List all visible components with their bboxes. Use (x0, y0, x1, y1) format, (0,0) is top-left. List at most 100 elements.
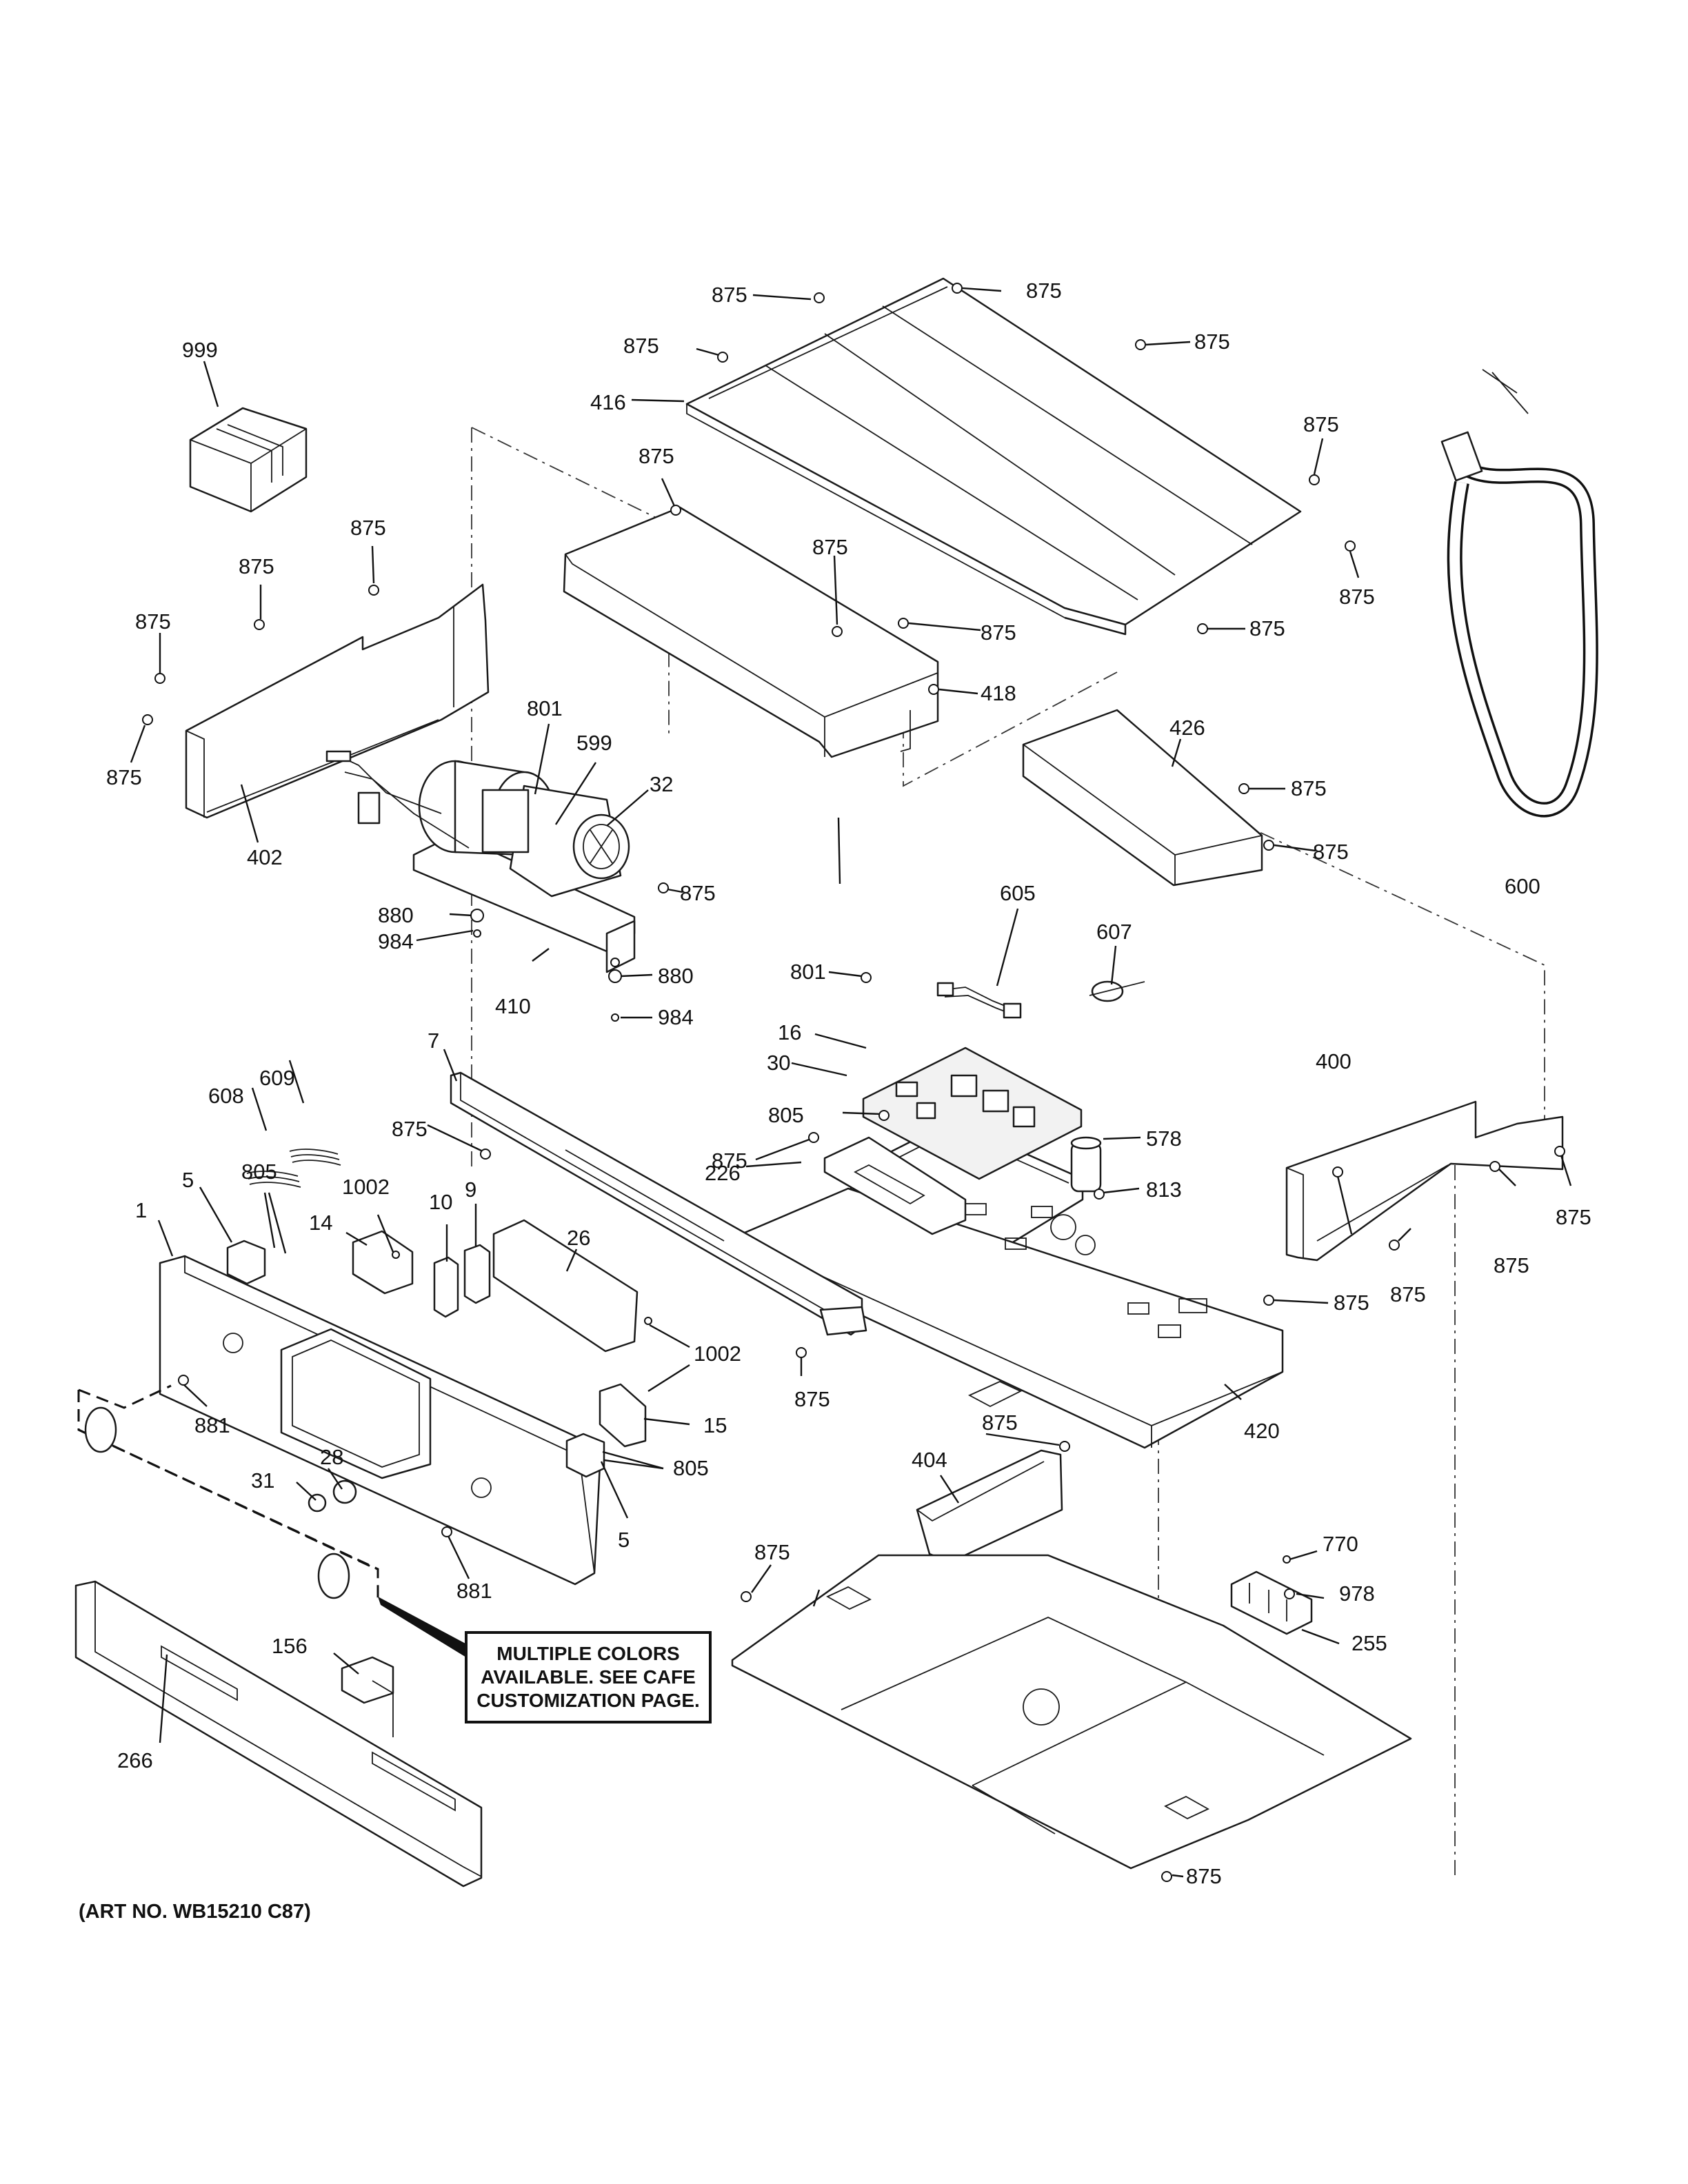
label-770: 770 (1323, 1532, 1358, 1556)
label-600: 600 (1505, 874, 1540, 898)
label-875: 875 (1390, 1282, 1426, 1306)
label-400: 400 (1316, 1049, 1352, 1073)
label-1002: 1002 (694, 1342, 741, 1366)
label-875: 875 (135, 609, 171, 634)
label-266: 266 (117, 1748, 153, 1772)
part-600-power-cord (1440, 369, 1598, 818)
part-16-control-board (862, 1046, 1083, 1180)
label-875: 875 (623, 334, 659, 358)
label-875: 875 (1313, 840, 1349, 864)
label-875: 875 (1303, 412, 1339, 436)
label-801: 801 (790, 960, 826, 984)
label-404: 404 (912, 1448, 947, 1472)
label-608: 608 (208, 1084, 244, 1108)
label-9: 9 (465, 1177, 476, 1202)
label-16: 16 (778, 1020, 801, 1044)
label-805: 805 (241, 1160, 277, 1184)
part-7-rail (450, 1071, 867, 1336)
part-402-side-panel (185, 583, 490, 819)
label-402: 402 (247, 845, 283, 869)
label-875: 875 (712, 283, 747, 307)
note-line-2: AVAILABLE. SEE CAFE (481, 1666, 696, 1688)
part-999-box (189, 407, 308, 513)
part-10-board (433, 1256, 459, 1318)
part-266-trim (74, 1580, 483, 1888)
label-7: 7 (428, 1029, 439, 1053)
label-880: 880 (378, 903, 414, 927)
part-9-board (463, 1244, 491, 1304)
leader-lines (130, 287, 1572, 1878)
label-875: 875 (982, 1410, 1018, 1435)
label-32: 32 (650, 772, 673, 796)
label-881: 881 (194, 1413, 230, 1437)
part-607-sensor (1089, 980, 1145, 1002)
part-404-bracket (916, 1449, 1063, 1564)
label-875: 875 (1334, 1291, 1369, 1315)
part-15-board (599, 1383, 647, 1448)
label-255: 255 (1352, 1631, 1387, 1655)
label-875: 875 (1494, 1253, 1529, 1277)
part-416-top-panel (685, 277, 1302, 636)
label-875: 875 (1186, 1864, 1222, 1888)
label-875: 875 (794, 1387, 830, 1411)
label-10: 10 (429, 1190, 452, 1214)
part-226-bracket (823, 1136, 967, 1235)
label-984: 984 (658, 1005, 694, 1029)
part-400-rear-panel (1285, 1100, 1564, 1262)
part-14-switch-board (352, 1230, 414, 1295)
label-813: 813 (1146, 1177, 1182, 1202)
label-999: 999 (182, 338, 218, 362)
label-875: 875 (981, 620, 1016, 645)
part-605-wire-harness (936, 982, 1022, 1019)
note-line-3: CUSTOMIZATION PAGE. (476, 1690, 700, 1711)
label-875: 875 (1249, 616, 1285, 640)
part-255-terminal-block (1230, 1570, 1313, 1635)
label-26: 26 (567, 1226, 590, 1250)
part-labels: 999 875 875 875 875 416 875 875 875 875 … (106, 279, 1591, 1888)
label-875: 875 (639, 444, 674, 468)
label-410: 410 (495, 994, 531, 1018)
label-875: 875 (712, 1149, 747, 1173)
label-801: 801 (527, 696, 563, 720)
label-805: 805 (673, 1456, 709, 1480)
part-5-brackets (226, 1240, 605, 1478)
label-578: 578 (1146, 1126, 1182, 1151)
label-875: 875 (1556, 1205, 1591, 1229)
art-number: (ART NO. WB15210 C87) (79, 1901, 311, 1923)
label-5: 5 (182, 1168, 194, 1192)
base-pan (731, 1554, 1412, 1870)
label-28: 28 (320, 1445, 343, 1469)
label-599: 599 (576, 731, 612, 755)
label-875: 875 (754, 1540, 790, 1564)
label-880: 880 (658, 964, 694, 988)
label-1: 1 (135, 1198, 147, 1222)
part-578-capacitor (1070, 1136, 1102, 1193)
label-420: 420 (1244, 1419, 1280, 1443)
part-26-display-board (492, 1219, 639, 1353)
label-875: 875 (1194, 330, 1230, 354)
label-5: 5 (618, 1528, 630, 1552)
part-32-blower-motor (325, 750, 630, 898)
label-805: 805 (768, 1103, 804, 1127)
label-607: 607 (1096, 920, 1132, 944)
label-14: 14 (309, 1211, 332, 1235)
label-416: 416 (590, 390, 626, 414)
label-881: 881 (456, 1579, 492, 1603)
label-15: 15 (703, 1413, 727, 1437)
label-875: 875 (680, 881, 716, 905)
label-984: 984 (378, 929, 414, 953)
label-978: 978 (1339, 1581, 1375, 1606)
part-418-duct (563, 506, 939, 758)
label-1002: 1002 (342, 1175, 390, 1199)
label-31: 31 (251, 1468, 274, 1493)
screws (142, 283, 1565, 1882)
label-875: 875 (392, 1117, 428, 1141)
label-875: 875 (1026, 279, 1062, 303)
label-226: 226 (705, 1161, 741, 1185)
part-426-cover (1022, 709, 1263, 887)
note-line-1: MULTIPLE COLORS (496, 1643, 679, 1664)
label-30: 30 (767, 1051, 790, 1075)
label-156: 156 (272, 1634, 308, 1658)
label-875: 875 (812, 535, 848, 559)
